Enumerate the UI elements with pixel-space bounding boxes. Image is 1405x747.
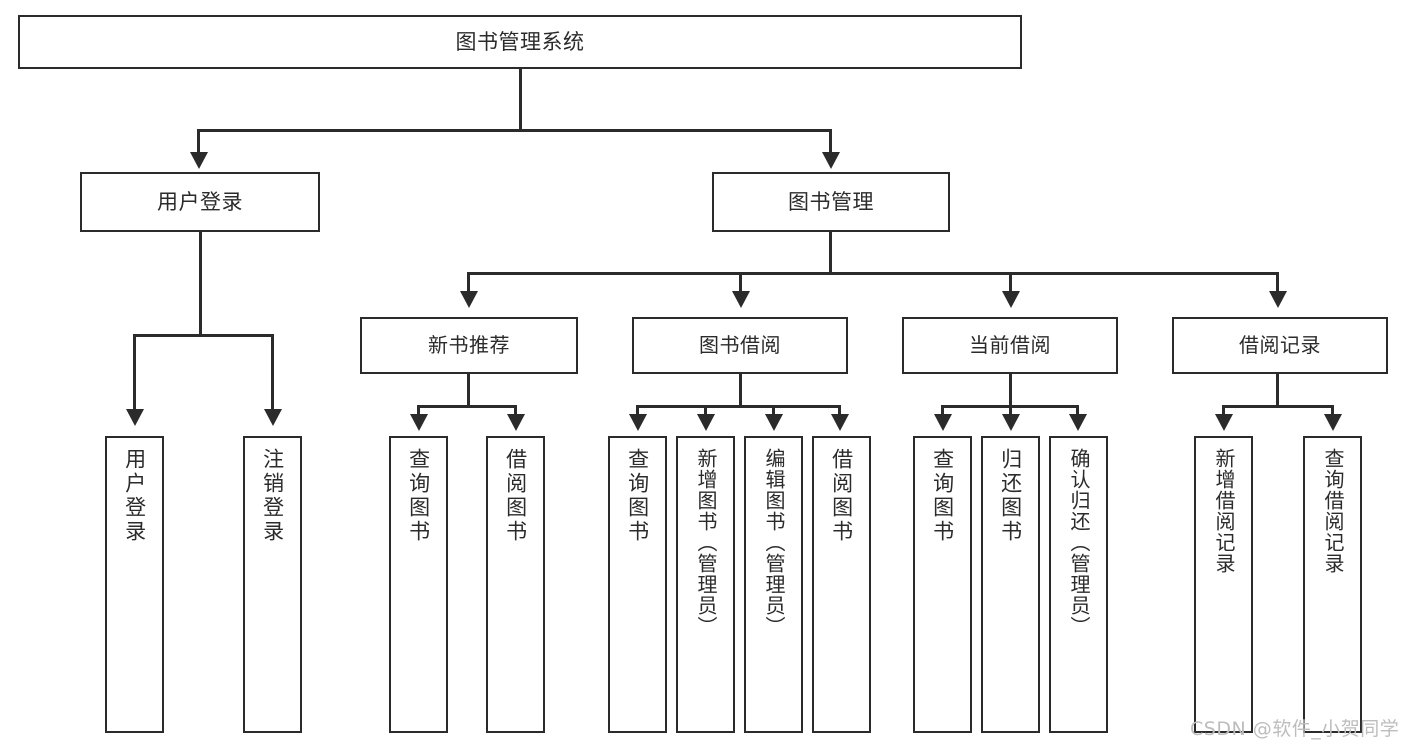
connector-user-login-drop-2: [271, 334, 274, 412]
arrowhead-borrow-record-leaf-1: [1215, 414, 1233, 431]
node-leaf-query-book-current-label: 查询图书: [930, 448, 955, 544]
node-borrow-record-label: 借阅记录: [1239, 332, 1321, 357]
node-leaf-query-borrow-record[interactable]: 查询借阅记录: [1303, 436, 1362, 733]
connector-book-borrow-drop-2: [704, 405, 707, 417]
connector-book-borrow-drop-3: [772, 405, 775, 417]
node-current-borrow-label: 当前借阅: [969, 332, 1051, 357]
node-leaf-query-book-borrow-label: 查询图书: [625, 448, 650, 544]
node-user-login-label: 用户登录: [157, 189, 243, 214]
connector-user-login-drop-1: [133, 334, 136, 412]
node-leaf-borrow-book-recommend[interactable]: 借阅图书: [486, 436, 545, 733]
connector-root-to-user-login: [197, 129, 200, 155]
arrowhead-user-login-leaf-1: [126, 409, 144, 426]
node-leaf-logout-label: 注销登录: [260, 448, 285, 544]
arrowhead-user-login-leaf-2: [264, 409, 282, 426]
connector-current-borrow-stem: [1009, 374, 1012, 407]
connector-root-to-book-mgmt: [829, 129, 832, 155]
node-leaf-query-book-current[interactable]: 查询图书: [913, 436, 972, 733]
connector-borrow-record-drop-1: [1222, 405, 1225, 417]
connector-current-borrow-drop-3: [1076, 405, 1079, 417]
node-leaf-logout[interactable]: 注销登录: [243, 436, 302, 733]
arrowhead-new-book-leaf-2: [507, 414, 525, 431]
node-leaf-borrow-book-label: 借阅图书: [829, 448, 854, 544]
node-leaf-confirm-return-admin[interactable]: 确认归还（管理员）: [1049, 436, 1108, 733]
arrowhead-lvl3-current-borrow: [1002, 291, 1020, 308]
node-leaf-edit-book-admin[interactable]: 编辑图书（管理员）: [744, 436, 803, 733]
connector-root-bus: [197, 129, 831, 132]
arrowhead-book-borrow-leaf-1: [629, 414, 647, 431]
arrowhead-lvl3-borrow-record: [1269, 291, 1287, 308]
connector-book-borrow-drop-1: [636, 405, 639, 417]
node-leaf-query-borrow-record-label: 查询借阅记录: [1321, 448, 1345, 574]
connector-new-book-bus: [417, 405, 517, 408]
node-leaf-edit-book-admin-label: 编辑图书（管理员）: [762, 448, 786, 637]
connector-book-mgmt-stem: [829, 232, 832, 274]
node-leaf-query-book-recommend-label: 查询图书: [406, 448, 431, 544]
arrowhead-lvl3-new-book: [460, 291, 478, 308]
node-new-book-recommend[interactable]: 新书推荐: [360, 317, 578, 374]
connector-book-mgmt-drop-2: [739, 272, 742, 294]
node-leaf-return-book-label: 归还图书: [998, 448, 1023, 544]
arrowhead-root-to-user-login: [190, 152, 208, 169]
connector-new-book-drop-1: [417, 405, 420, 417]
connector-user-login-stem: [199, 232, 202, 336]
connector-root-stem: [519, 69, 522, 131]
node-book-management[interactable]: 图书管理: [712, 172, 950, 232]
connector-book-borrow-bus: [636, 405, 841, 408]
connector-book-mgmt-drop-4: [1276, 272, 1279, 294]
node-root[interactable]: 图书管理系统: [18, 15, 1022, 69]
arrowhead-book-borrow-leaf-3: [765, 414, 783, 431]
node-current-borrow[interactable]: 当前借阅: [902, 317, 1118, 374]
connector-current-borrow-drop-1: [941, 405, 944, 417]
node-leaf-borrow-book[interactable]: 借阅图书: [812, 436, 871, 733]
arrowhead-current-borrow-leaf-3: [1069, 414, 1087, 431]
connector-book-borrow-drop-4: [838, 405, 841, 417]
arrowhead-new-book-leaf-1: [410, 414, 428, 431]
connector-borrow-record-stem: [1276, 374, 1279, 407]
arrowhead-book-borrow-leaf-2: [697, 414, 715, 431]
connector-user-login-bus: [133, 334, 274, 337]
node-leaf-add-borrow-record-label: 新增借阅记录: [1212, 448, 1236, 574]
node-leaf-add-book-admin-label: 新增图书（管理员）: [694, 448, 718, 637]
node-user-login[interactable]: 用户登录: [80, 172, 320, 232]
arrowhead-lvl3-book-borrow: [732, 291, 750, 308]
node-leaf-user-login-label: 用户登录: [122, 448, 147, 544]
connector-current-borrow-drop-2: [1009, 405, 1012, 417]
arrowhead-root-to-book-mgmt: [822, 152, 840, 169]
node-leaf-confirm-return-admin-label: 确认归还（管理员）: [1067, 448, 1091, 637]
connector-borrow-record-bus: [1222, 405, 1334, 408]
node-leaf-add-borrow-record[interactable]: 新增借阅记录: [1194, 436, 1253, 733]
connector-new-book-stem: [467, 374, 470, 407]
arrowhead-borrow-record-leaf-2: [1324, 414, 1342, 431]
node-leaf-return-book[interactable]: 归还图书: [981, 436, 1040, 733]
node-new-book-recommend-label: 新书推荐: [428, 332, 510, 357]
node-borrow-record[interactable]: 借阅记录: [1172, 317, 1388, 374]
connector-book-mgmt-drop-1: [467, 272, 470, 294]
connector-book-borrow-stem: [739, 374, 742, 407]
node-root-label: 图书管理系统: [455, 29, 585, 54]
connector-new-book-drop-2: [514, 405, 517, 417]
connector-borrow-record-drop-2: [1331, 405, 1334, 417]
connector-book-mgmt-bus: [467, 272, 1279, 275]
node-book-borrow-label: 图书借阅: [699, 332, 781, 357]
arrowhead-current-borrow-leaf-1: [934, 414, 952, 431]
arrowhead-current-borrow-leaf-2: [1002, 414, 1020, 431]
node-leaf-user-login[interactable]: 用户登录: [105, 436, 164, 733]
connector-book-mgmt-drop-3: [1009, 272, 1012, 294]
node-book-borrow[interactable]: 图书借阅: [632, 317, 848, 374]
node-leaf-query-book-recommend[interactable]: 查询图书: [389, 436, 448, 733]
node-leaf-borrow-book-recommend-label: 借阅图书: [503, 448, 528, 544]
node-leaf-add-book-admin[interactable]: 新增图书（管理员）: [676, 436, 735, 733]
node-book-management-label: 图书管理: [788, 189, 874, 214]
arrowhead-book-borrow-leaf-4: [831, 414, 849, 431]
node-leaf-query-book-borrow[interactable]: 查询图书: [608, 436, 667, 733]
